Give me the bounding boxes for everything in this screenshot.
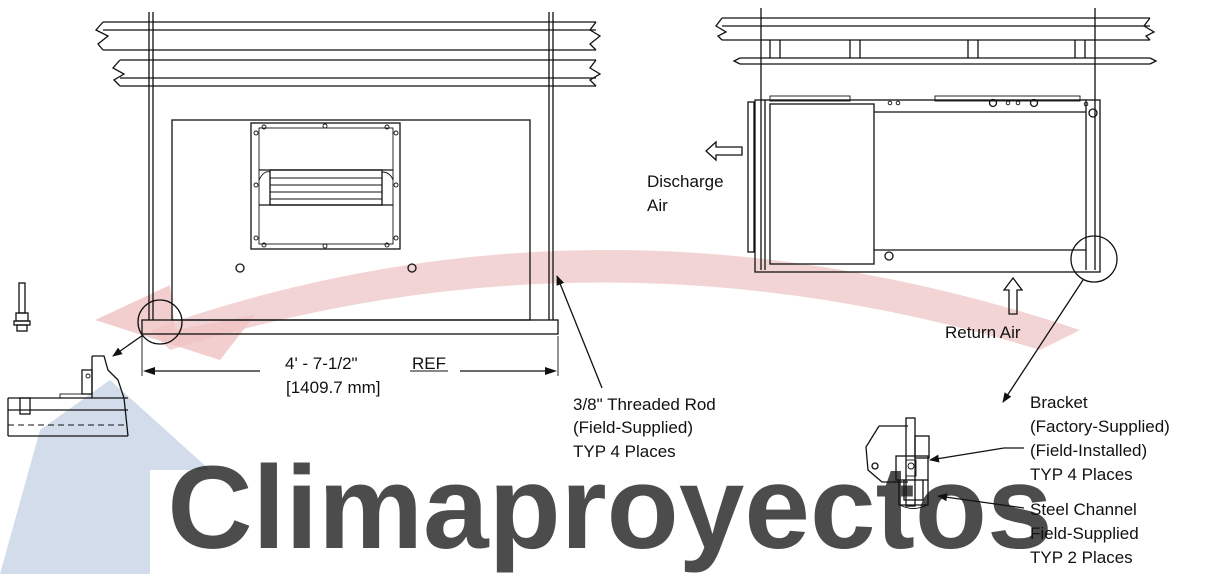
detail-circle-side xyxy=(1070,235,1118,283)
bracket-label-line1: Bracket xyxy=(1030,393,1088,412)
discharge-section xyxy=(769,103,875,265)
discharge-label-line2: Air xyxy=(647,196,668,215)
watermark: Climaproyectos xyxy=(0,250,1080,574)
return-air-arrow-icon xyxy=(1002,276,1024,315)
watermark-text: Climaproyectos xyxy=(167,442,1052,574)
watermark-red-arc xyxy=(150,250,1080,350)
channel-label-line2: Field-Supplied xyxy=(1030,524,1139,543)
front-view: 4' - 7-1/2" REF [1409.7 mm] 3/8" Threade… xyxy=(94,12,716,461)
bracket-part xyxy=(895,455,929,481)
unit-base-front xyxy=(141,319,559,335)
return-air-label: Return Air xyxy=(945,323,1021,342)
watermark-red-arrow xyxy=(95,285,255,360)
detail-circle-front xyxy=(137,299,183,345)
discharge-label-line1: Discharge xyxy=(647,172,724,191)
front-detail xyxy=(7,282,129,437)
knockout-left xyxy=(235,263,245,273)
bracket-label-line2: (Factory-Supplied) xyxy=(1030,417,1170,436)
bracket-label-line3: (Field-Installed) xyxy=(1030,441,1147,460)
bracket-label-line4: TYP 4 Places xyxy=(1030,465,1133,484)
rod-label-line3: TYP 4 Places xyxy=(573,442,676,461)
detail-leader-front xyxy=(112,334,144,357)
detail-leader-side xyxy=(1002,279,1084,403)
knockout-right xyxy=(407,263,417,273)
watermark-blue-arrow xyxy=(0,380,210,574)
blower-panel xyxy=(250,122,401,250)
ceiling-beam-side xyxy=(715,17,1158,65)
rod-leader xyxy=(556,275,603,389)
channel-label-line1: Steel Channel xyxy=(1030,500,1137,519)
bracket-detail xyxy=(865,417,930,509)
rod-label-line2: (Field-Supplied) xyxy=(573,418,693,437)
dimension-ref: REF xyxy=(412,354,446,373)
unit-body-side xyxy=(754,99,1101,273)
steel-channel-part xyxy=(898,480,929,506)
dimension-imperial: 4' - 7-1/2" xyxy=(285,354,358,373)
discharge-arrow-icon xyxy=(705,140,743,162)
channel-label-line3: TYP 2 Places xyxy=(1030,548,1133,567)
dimension-metric: [1409.7 mm] xyxy=(286,378,381,397)
ceiling-beam-front xyxy=(94,21,602,87)
rod-label-line1: 3/8" Threaded Rod xyxy=(573,395,716,414)
channel-leader xyxy=(937,493,1025,509)
side-view: Discharge Air Return Air xyxy=(647,8,1158,403)
bracket-leader xyxy=(929,447,1005,463)
